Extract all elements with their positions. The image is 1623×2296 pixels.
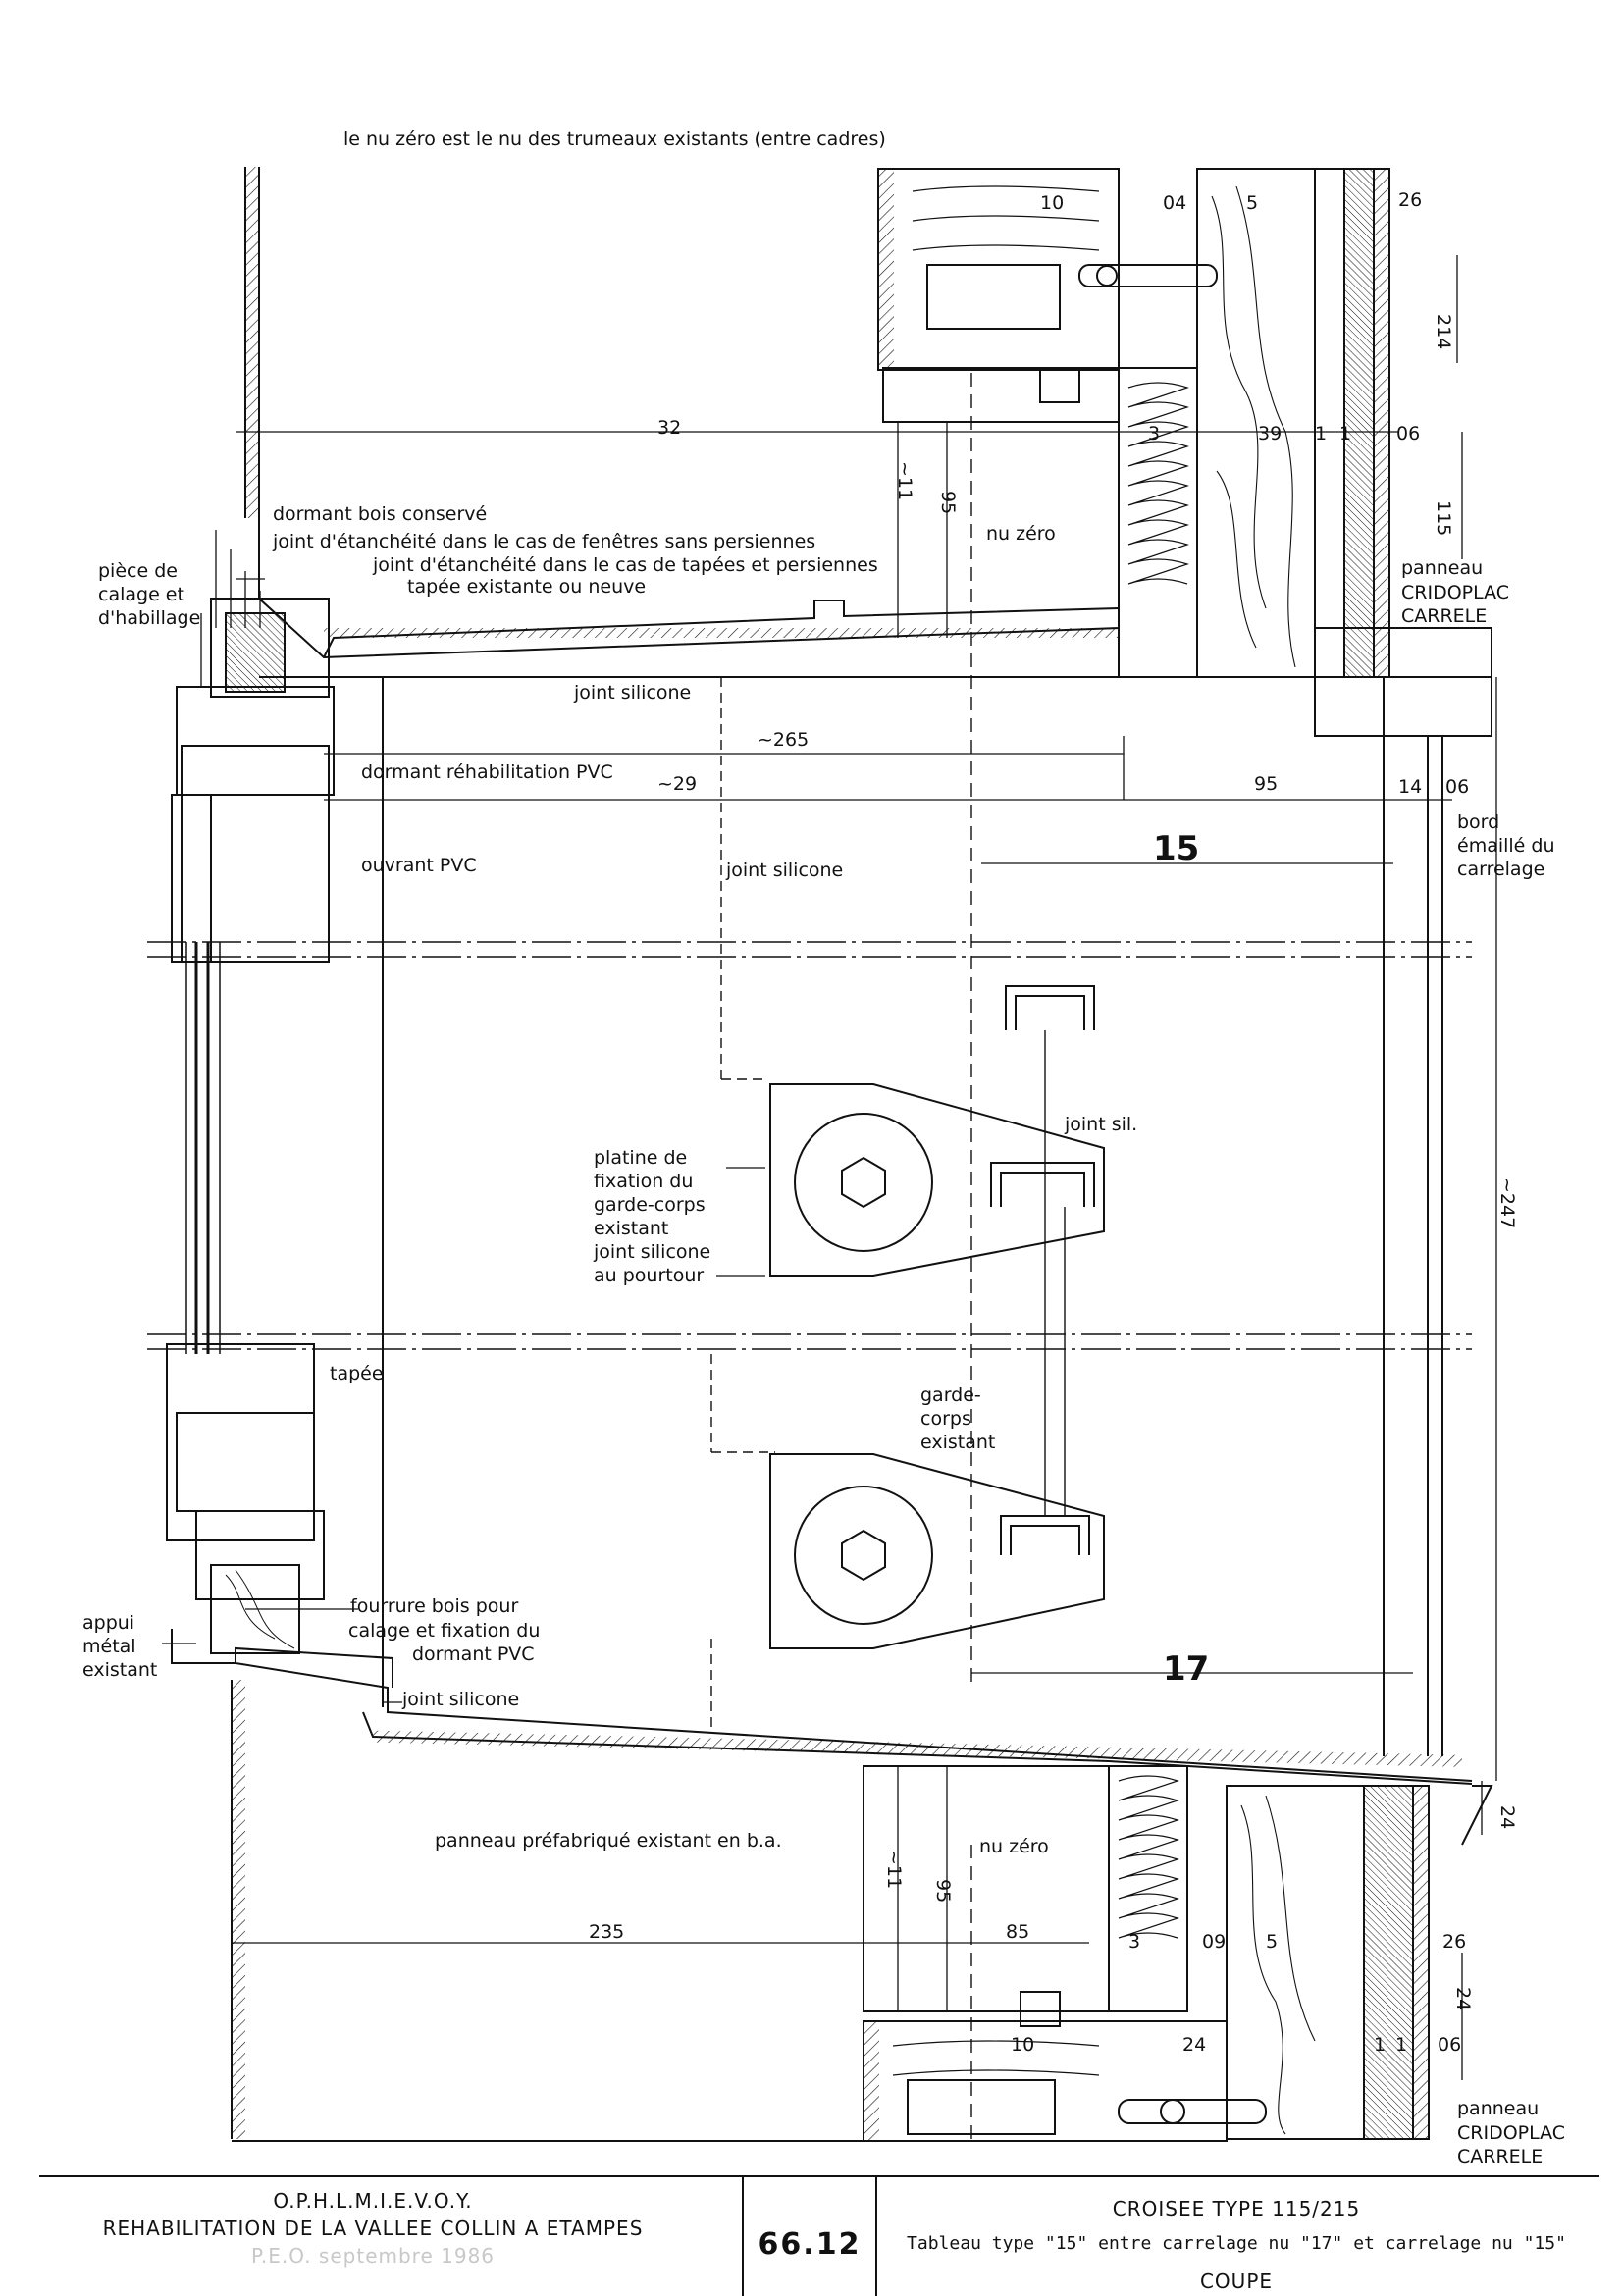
dim-95-bot: 95 — [932, 1879, 954, 1903]
label-joint-sil: joint sil. — [1064, 1114, 1137, 1135]
label-joint-silicone-mid: joint silicone — [725, 860, 843, 881]
dim-5-top: 5 — [1246, 192, 1258, 214]
drawing-subtitle: Tableau type "15" entre carrelage nu "17… — [907, 2233, 1566, 2254]
dim-32: 32 — [657, 417, 681, 439]
dim-26-top: 26 — [1398, 189, 1422, 211]
label-joint-etancheite-2: joint d'étanchéité dans le cas de tapées… — [372, 554, 878, 576]
drawing-title: CROISEE TYPE 115/215 — [1113, 2197, 1360, 2220]
label-piece-calage-3: d'habillage — [98, 607, 200, 629]
label-joint-silicone-bottom: joint silicone — [401, 1689, 519, 1710]
label-appui-3: existant — [82, 1659, 157, 1681]
label-platine-1: platine de — [594, 1147, 687, 1169]
dim-10-top: 10 — [1040, 192, 1064, 214]
dim-115: 115 — [1433, 500, 1454, 536]
dim-235: 235 — [589, 1921, 624, 1943]
leader-lines — [162, 530, 765, 1702]
dim-06-bot: 06 — [1438, 2034, 1461, 2056]
header-note: le nu zéro est le nu des trumeaux exista… — [343, 129, 886, 150]
dim-265: ~265 — [758, 729, 809, 751]
label-appui-1: appui — [82, 1612, 134, 1634]
dim-10-bot: 10 — [1011, 2034, 1034, 2056]
dim-95-mid: 95 — [1254, 773, 1278, 795]
label-bord-3: carrelage — [1457, 859, 1544, 880]
label-appui-2: métal — [82, 1636, 136, 1657]
dim-1b-bot: 1 — [1395, 2034, 1407, 2056]
dim-09: 09 — [1202, 1931, 1226, 1953]
dim-3-bot: 3 — [1128, 1931, 1140, 1953]
label-tapee-existante: tapée existante ou neuve — [407, 576, 646, 598]
label-fourrure-1: fourrure bois pour — [350, 1595, 518, 1617]
dim-1a-bot: 1 — [1374, 2034, 1386, 2056]
title-block-peo: P.E.O. septembre 1986 — [251, 2244, 495, 2268]
label-piece-calage-1: pièce de — [98, 560, 178, 582]
garde-corps-plates — [770, 986, 1104, 1648]
dim-85: 85 — [1006, 1921, 1029, 1943]
dim-11-bot: ~11 — [883, 1850, 905, 1889]
dim-214: 214 — [1433, 314, 1454, 349]
label-panneau-top-2: CRIDOPLAC — [1401, 582, 1509, 603]
dim-3-top: 3 — [1148, 423, 1160, 444]
label-nu-zero-top: nu zéro — [986, 523, 1056, 545]
label-bord-2: émaillé du — [1457, 835, 1555, 857]
existing-wall-left — [232, 167, 864, 2141]
label-platine-4: existant — [594, 1218, 668, 1239]
dim-5-bot: 5 — [1266, 1931, 1278, 1953]
dim-1b-top: 1 — [1339, 423, 1351, 444]
lower-slab — [236, 1663, 1492, 2141]
dim-95-top: 95 — [937, 491, 959, 514]
label-tapee: tapée — [330, 1363, 384, 1384]
dim-14: 14 — [1398, 776, 1422, 798]
window-frame — [167, 599, 393, 1688]
title-block — [39, 2176, 1599, 2296]
label-joint-etancheite-1: joint d'étanchéité dans le cas de fenêtr… — [272, 531, 815, 552]
label-panneau-top-1: panneau — [1401, 557, 1483, 579]
dim-15-big: 15 — [1153, 829, 1199, 868]
label-platine-6: au pourtour — [594, 1265, 704, 1286]
dim-06-mid: 06 — [1445, 776, 1469, 798]
reveal — [383, 677, 1442, 1756]
label-joint-silicone-top: joint silicone — [573, 682, 691, 704]
label-fourrure-2: calage et fixation du — [348, 1620, 540, 1642]
label-garde-2: corps — [920, 1408, 971, 1430]
dimension-texts: 10 04 5 26 214 32 3 39 1 1 06 115 ~11 95… — [589, 189, 1518, 2056]
label-platine-5: joint silicone — [593, 1241, 710, 1263]
dim-24b-bot: 24 — [1182, 2034, 1206, 2056]
label-panneau-bot-3: CARRELE — [1457, 2146, 1543, 2167]
label-ouvrant-pvc: ouvrant PVC — [361, 855, 477, 876]
dim-39: 39 — [1258, 423, 1282, 444]
dim-1a-top: 1 — [1315, 423, 1327, 444]
dim-06-top: 06 — [1396, 423, 1420, 444]
title-block-org: O.P.H.L.M.I.E.V.O.Y. — [273, 2189, 472, 2213]
upper-slab — [259, 167, 1492, 736]
label-dormant-bois: dormant bois conservé — [273, 503, 487, 525]
sheet-number: 66.12 — [759, 2227, 862, 2262]
axis-lines — [147, 373, 1472, 2141]
label-platine-2: fixation du — [594, 1171, 693, 1192]
dim-04-top: 04 — [1163, 192, 1186, 214]
dim-24-bot: 24 — [1452, 1987, 1474, 2010]
label-panneau-top-3: CARRELE — [1401, 605, 1487, 627]
label-garde-3: existant — [920, 1432, 995, 1453]
dim-29: ~29 — [657, 773, 697, 795]
dimension-lines — [231, 255, 1496, 2080]
annotations: dormant bois conservé joint d'étanchéité… — [82, 503, 1565, 2167]
label-bord-1: bord — [1457, 811, 1499, 833]
dim-24-right: 24 — [1496, 1805, 1518, 1829]
drawing-view: COUPE — [1200, 2270, 1273, 2293]
label-panneau-bot-1: panneau — [1457, 2098, 1539, 2119]
label-dormant-rehab: dormant réhabilitation PVC — [361, 761, 613, 783]
label-piece-calage-2: calage et — [98, 584, 184, 605]
label-fourrure-3: dormant PVC — [412, 1644, 535, 1665]
label-panneau-bot-2: CRIDOPLAC — [1457, 2122, 1565, 2144]
dim-11-top: ~11 — [894, 461, 916, 500]
dim-26-bot: 26 — [1442, 1931, 1466, 1953]
label-nu-zero-bottom: nu zéro — [979, 1836, 1049, 1857]
label-garde-1: garde- — [920, 1384, 981, 1406]
title-block-project: REHABILITATION DE LA VALLEE COLLIN A ETA… — [103, 2217, 644, 2240]
dim-247: ~247 — [1496, 1177, 1518, 1228]
label-panneau-prefab: panneau préfabriqué existant en b.a. — [435, 1830, 782, 1852]
label-platine-3: garde-corps — [594, 1194, 706, 1216]
dim-17-big: 17 — [1163, 1649, 1209, 1689]
